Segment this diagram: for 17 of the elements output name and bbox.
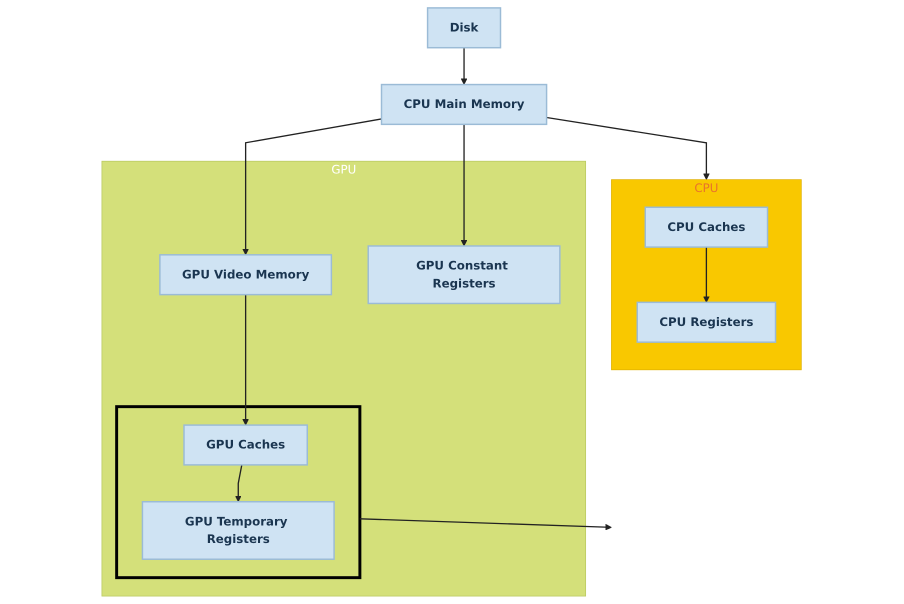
node-box: GPU Caches: [184, 424, 308, 466]
node-box: CPU Registers: [636, 302, 777, 343]
node-box: CPU Caches: [644, 206, 769, 248]
arrow: [235, 464, 243, 502]
arrow: [242, 118, 382, 256]
arrow: [242, 294, 250, 426]
node-box: CPU Main Memory: [381, 84, 548, 126]
node-box: GPU Constant Registers: [368, 245, 561, 304]
cluster: [116, 405, 362, 580]
arrow: [704, 247, 710, 303]
arrow: [461, 124, 468, 246]
node-box: GPU Temporary Registers: [142, 501, 336, 560]
arrow: [546, 116, 710, 180]
arrow: [360, 518, 612, 530]
node-box: Disk: [427, 7, 502, 48]
node-box: GPU Video Memory: [160, 254, 332, 296]
arrow: [461, 48, 468, 85]
